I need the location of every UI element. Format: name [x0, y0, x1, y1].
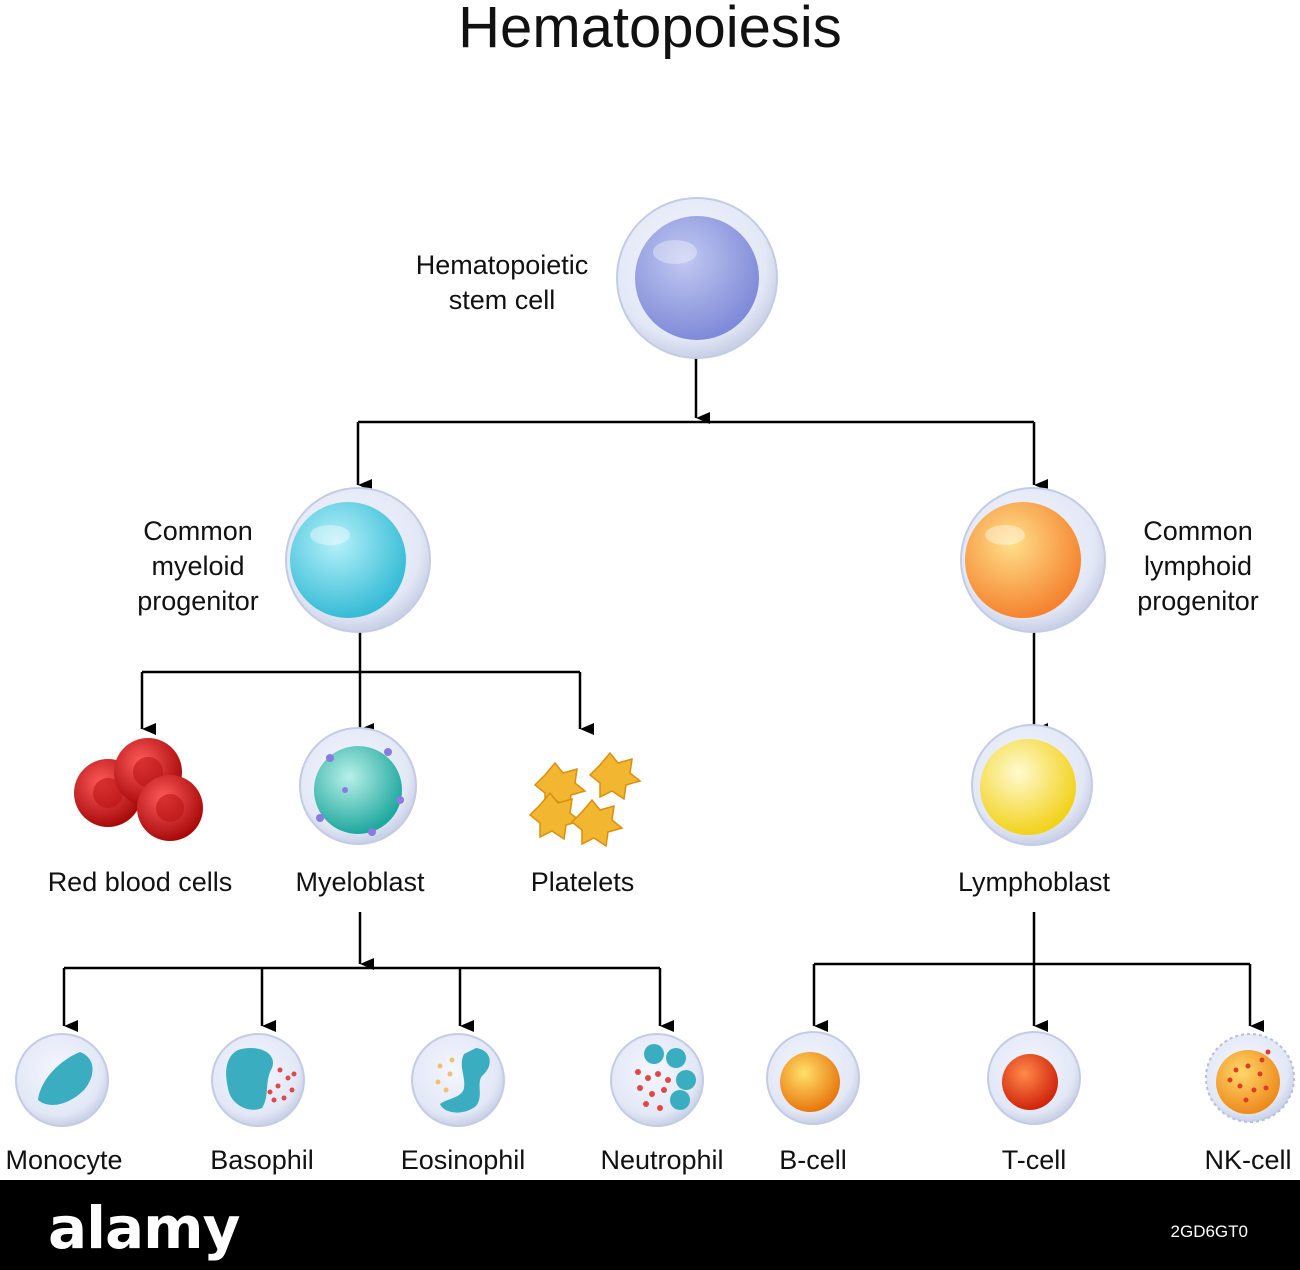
hematopoiesis-diagram [15, 197, 1295, 1127]
label-eosinophil: Eosinophil [400, 1145, 526, 1175]
label-t-cell: T-cell [1001, 1145, 1067, 1175]
lymphoid-progenitor-icon [960, 487, 1106, 633]
label-lymphoid-progenitor: Common lymphoid progenitor [1137, 516, 1259, 616]
brand-logo: alamy [48, 1194, 240, 1262]
nk-cell-icon [1205, 1033, 1295, 1123]
eosinophil-icon [411, 1033, 505, 1127]
label-basophil: Basophil [210, 1145, 314, 1175]
myeloid-progenitor-icon [285, 487, 431, 633]
label-stem-cell: Hematopoietic stem cell [415, 250, 589, 315]
label-monocyte: Monocyte [5, 1145, 123, 1175]
b-cell-icon [766, 1031, 860, 1125]
label-rbc: Red blood cells [47, 867, 233, 897]
t-cell-icon [987, 1031, 1081, 1125]
connectors [62, 355, 1264, 1032]
stem-cell-icon [616, 197, 778, 359]
label-b-cell: B-cell [779, 1145, 847, 1175]
label-neutrophil: Neutrophil [600, 1145, 724, 1175]
platelets-icon [528, 751, 642, 848]
label-lymphoblast: Lymphoblast [957, 867, 1111, 897]
label-myeloid-progenitor: Common myeloid progenitor [137, 516, 259, 616]
monocyte-icon [15, 1033, 109, 1127]
label-myeloblast: Myeloblast [295, 867, 425, 897]
red-blood-cells-icon [74, 738, 203, 841]
watermark-footer: alamy 2GD6GT0 [0, 1180, 1300, 1270]
neutrophil-icon [610, 1033, 704, 1127]
lymphoblast-icon [971, 724, 1093, 846]
image-code: 2GD6GT0 [1170, 1222, 1248, 1241]
diagram-title: Hematopoiesis [458, 0, 842, 60]
label-platelets: Platelets [530, 867, 635, 897]
label-nk-cell: NK-cell [1204, 1145, 1292, 1175]
basophil-icon [211, 1033, 305, 1127]
myeloblast-icon [299, 727, 417, 845]
